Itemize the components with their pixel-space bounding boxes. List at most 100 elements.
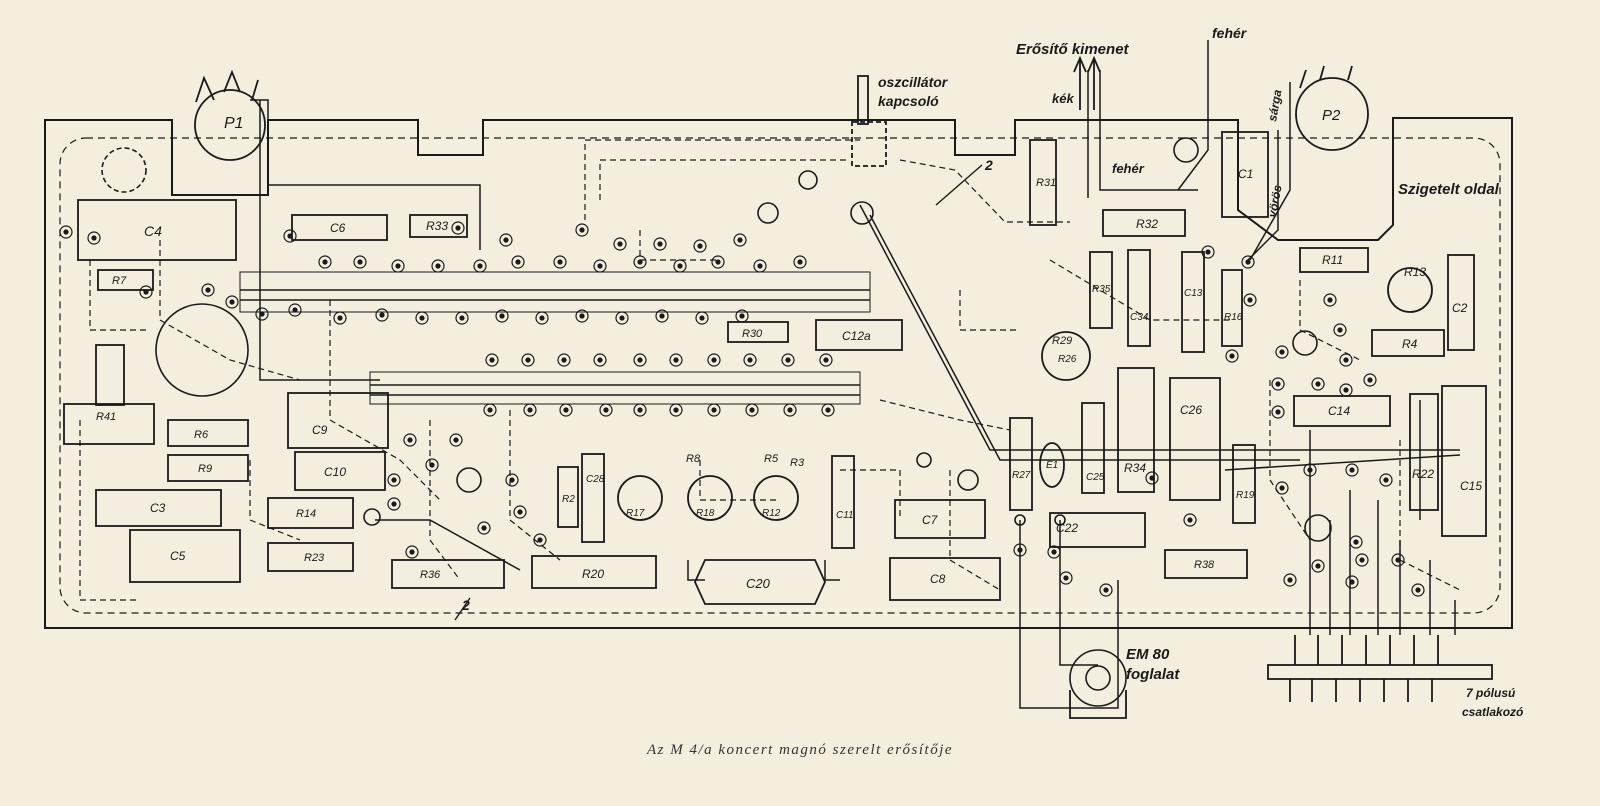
eyelet-center (1353, 539, 1359, 545)
eyelet-center (757, 263, 763, 269)
label-c12a: C12a (842, 329, 871, 343)
board-outline (44, 117, 1513, 629)
eyelet-center (1205, 249, 1211, 255)
eyelet-center (503, 237, 509, 243)
label-c28: C28 (586, 474, 605, 485)
label-c4: C4 (144, 223, 162, 239)
label-r4: R4 (1402, 337, 1418, 351)
eyelet (575, 223, 589, 237)
eyelet-center (825, 407, 831, 413)
eyelet (499, 233, 513, 247)
eyelet-center (477, 263, 483, 269)
pot-p1 (194, 89, 266, 161)
eyelet (575, 309, 589, 323)
eyelet-center (499, 313, 505, 319)
label-r27: R27 (1012, 470, 1031, 481)
label-r11: R11 (1322, 253, 1343, 267)
eyelet (387, 473, 401, 487)
label-r36: R36 (420, 569, 441, 581)
eyelet-center (1327, 297, 1333, 303)
eyelet-center (357, 259, 363, 265)
eyelet (288, 303, 302, 317)
label-r22: R22 (1412, 467, 1434, 481)
eyelet (1047, 545, 1061, 559)
eyelet (511, 255, 525, 269)
label-r35: R35 (1092, 284, 1111, 295)
label-c15: C15 (1460, 479, 1482, 493)
label-r5: R5 (764, 453, 779, 465)
eyelet-center (1359, 557, 1365, 563)
eyelet-center (229, 299, 235, 305)
eyelet (449, 433, 463, 447)
eyelet (633, 255, 647, 269)
label-c3: C3 (150, 501, 166, 515)
eyelet (707, 353, 721, 367)
eyelet (1303, 463, 1317, 477)
eyelet (553, 255, 567, 269)
socket-label: foglalat (1126, 666, 1180, 683)
eyelet-center (797, 259, 803, 265)
eyelet (1345, 575, 1359, 589)
eyelet (87, 231, 101, 245)
label-r16: R16 (1224, 312, 1243, 323)
eyelet-center (205, 287, 211, 293)
output-label: Erősítő kimenet (1016, 41, 1130, 58)
label-c5: C5 (170, 549, 186, 563)
eyelet (711, 255, 725, 269)
eyelet-center (619, 315, 625, 321)
eyelet (1271, 377, 1285, 391)
eyelet (1345, 463, 1359, 477)
eyelet-center (525, 357, 531, 363)
eyelet (1145, 471, 1159, 485)
eyelet-center (657, 241, 663, 247)
label-c20: C20 (746, 576, 771, 591)
eyelet (1241, 255, 1255, 269)
eyelet-center (557, 259, 563, 265)
eyelet (1333, 323, 1347, 337)
label-r3: R3 (790, 457, 805, 469)
white-wire-label-top: fehér (1212, 25, 1248, 41)
eyelet-center (1349, 579, 1355, 585)
eyelet-center (1063, 575, 1069, 581)
marker-2-top: 2 (984, 157, 993, 173)
eyelet-center (1383, 477, 1389, 483)
eyelet (793, 255, 807, 269)
label-r38: R38 (1194, 559, 1215, 571)
eyelet (425, 458, 439, 472)
eyelet-center (517, 509, 523, 515)
red-wire-label: vörös (1265, 184, 1285, 219)
eyelet-center (455, 225, 461, 231)
label-r2: R2 (562, 494, 575, 505)
label-c14: C14 (1328, 404, 1350, 418)
label-c8: C8 (930, 572, 946, 586)
eyelet-center (637, 357, 643, 363)
eyelet (593, 353, 607, 367)
eyelet (403, 433, 417, 447)
eyelet-center (1275, 381, 1281, 387)
eyelet (1363, 373, 1377, 387)
eyelet (1349, 535, 1363, 549)
eyelet (318, 255, 332, 269)
label-r18: R18 (696, 508, 715, 519)
label-c11: C11 (836, 510, 854, 521)
label-c25: C25 (1086, 472, 1105, 483)
eyelet-center (1247, 297, 1253, 303)
eyelet (557, 353, 571, 367)
eyelet (505, 473, 519, 487)
eyelet-center (1395, 557, 1401, 563)
eyelet (451, 221, 465, 235)
eyelet-center (1279, 485, 1285, 491)
white-wire-label: fehér (1112, 161, 1145, 176)
eyelet-center (597, 263, 603, 269)
pot-p2 (1295, 77, 1369, 151)
eyelet-center (509, 477, 515, 483)
eyelet (693, 239, 707, 253)
eyelet-center (1315, 563, 1321, 569)
terminals (101, 137, 1332, 707)
eyelet (1311, 377, 1325, 391)
eyelet-center (749, 407, 755, 413)
eyelet-center (1307, 467, 1313, 473)
component-labels: P1 P2 C4 C6 R33 R7 C12a R30 R29 R31 R32 … (96, 107, 1482, 591)
eyelet (201, 283, 215, 297)
